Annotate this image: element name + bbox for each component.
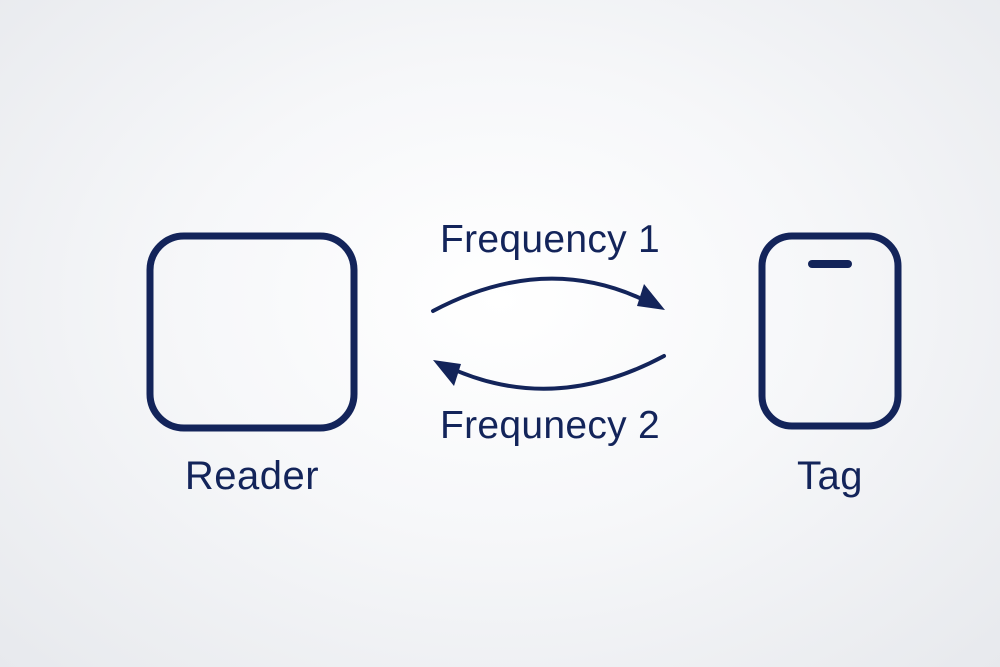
tag-node: [758, 232, 902, 430]
reader-label: Reader: [184, 454, 320, 498]
frequency-2-arrowhead-icon: [433, 360, 461, 386]
tag-label: Tag: [797, 454, 863, 498]
frequency-1-arrow: [431, 276, 654, 313]
frequency-1-label: Frequency 1: [439, 218, 661, 261]
reader-node: [146, 232, 358, 432]
frequency-2-arrow: [444, 354, 666, 391]
frequency-1-arrowhead-icon: [637, 284, 665, 310]
frequency-2-label: Frequnecy 2: [439, 404, 661, 447]
